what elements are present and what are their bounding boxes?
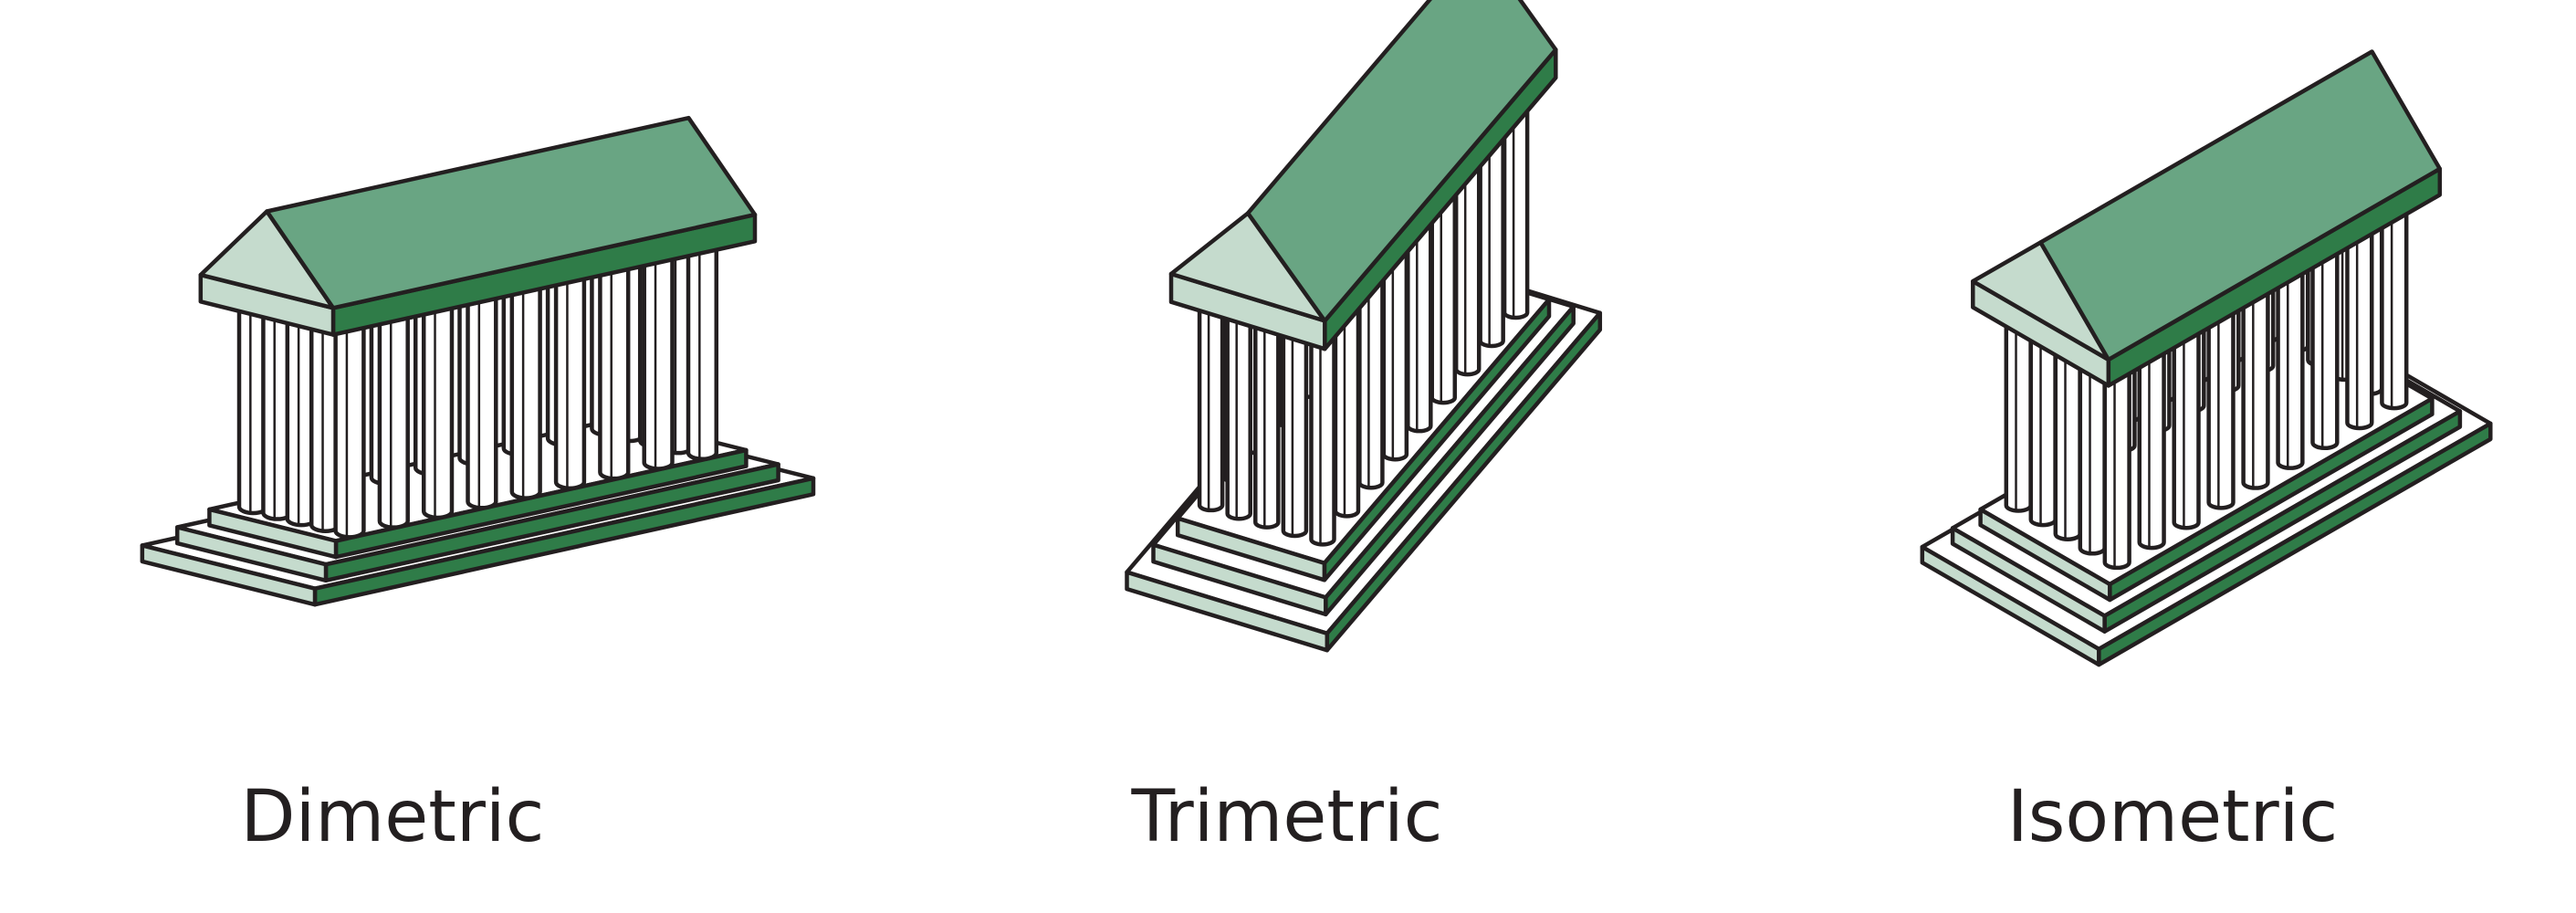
step-side-light-2 (207, 507, 339, 560)
column (509, 281, 542, 500)
step-side-light-0 (1125, 570, 1330, 653)
column (2380, 197, 2409, 411)
column (377, 310, 410, 530)
column (2310, 237, 2340, 451)
dimetric-label: Dimetric (240, 776, 545, 858)
column (2276, 257, 2305, 470)
step-side-light-0 (140, 543, 318, 607)
column (553, 271, 587, 491)
column (1309, 318, 1336, 547)
roof-slope (1245, 0, 1558, 323)
column (1429, 176, 1458, 405)
step-side-light-0 (1920, 544, 2101, 667)
column (686, 242, 719, 461)
roof-slope (265, 115, 758, 310)
column (642, 252, 675, 471)
step-side-light-2 (1175, 516, 1327, 582)
trimetric-temple (1125, 0, 1603, 653)
dimetric-temple (140, 115, 816, 607)
column (466, 290, 498, 510)
step-side-light-1 (1151, 542, 1328, 617)
column (2241, 277, 2270, 490)
column (2102, 357, 2131, 571)
column (1281, 310, 1309, 539)
column (598, 261, 631, 481)
step-side-light-1 (174, 525, 329, 583)
column (1225, 292, 1252, 521)
column (2345, 217, 2374, 431)
column (333, 320, 366, 540)
column (2172, 317, 2201, 530)
column (2206, 297, 2236, 510)
isometric-temple (1920, 49, 2493, 667)
trimetric-label: Trimetric (1131, 776, 1443, 858)
isometric-label: Isometric (2006, 776, 2339, 858)
column (421, 300, 455, 520)
roof-slope (2038, 49, 2443, 362)
column (1253, 300, 1281, 530)
column (1197, 284, 1225, 513)
step-side-light-2 (1978, 507, 2112, 603)
column (2137, 337, 2166, 551)
step-side-light-1 (1950, 526, 2107, 634)
